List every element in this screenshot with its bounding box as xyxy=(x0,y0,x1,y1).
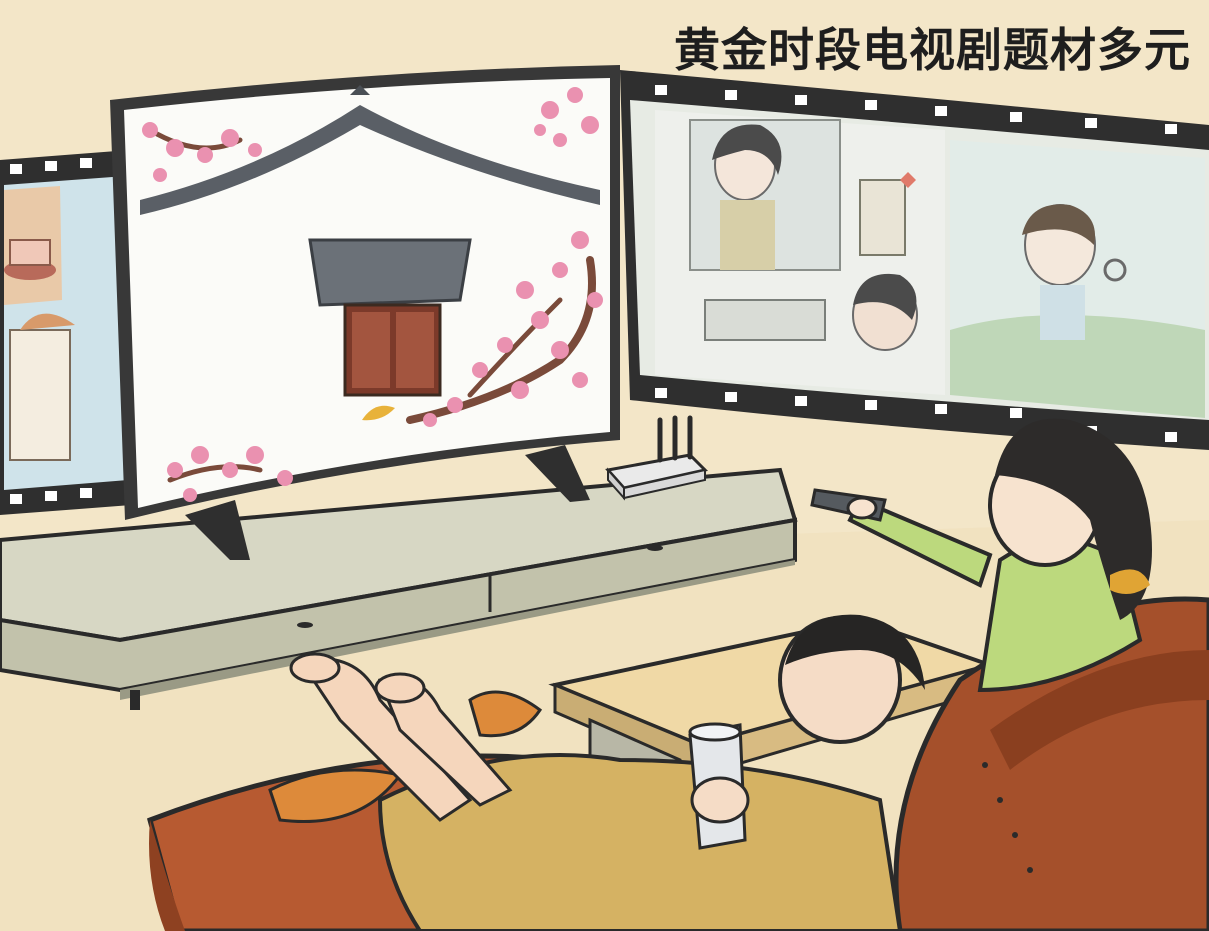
tv-cabinet xyxy=(0,467,798,710)
film-strip-right xyxy=(620,70,1209,450)
film-strip-left xyxy=(0,150,132,515)
television xyxy=(110,65,620,560)
woman-with-remote xyxy=(810,418,1152,693)
man-lounging xyxy=(289,614,925,931)
headline-text: 黄金时段电视剧题材多元 xyxy=(674,23,1191,77)
router xyxy=(605,415,708,501)
